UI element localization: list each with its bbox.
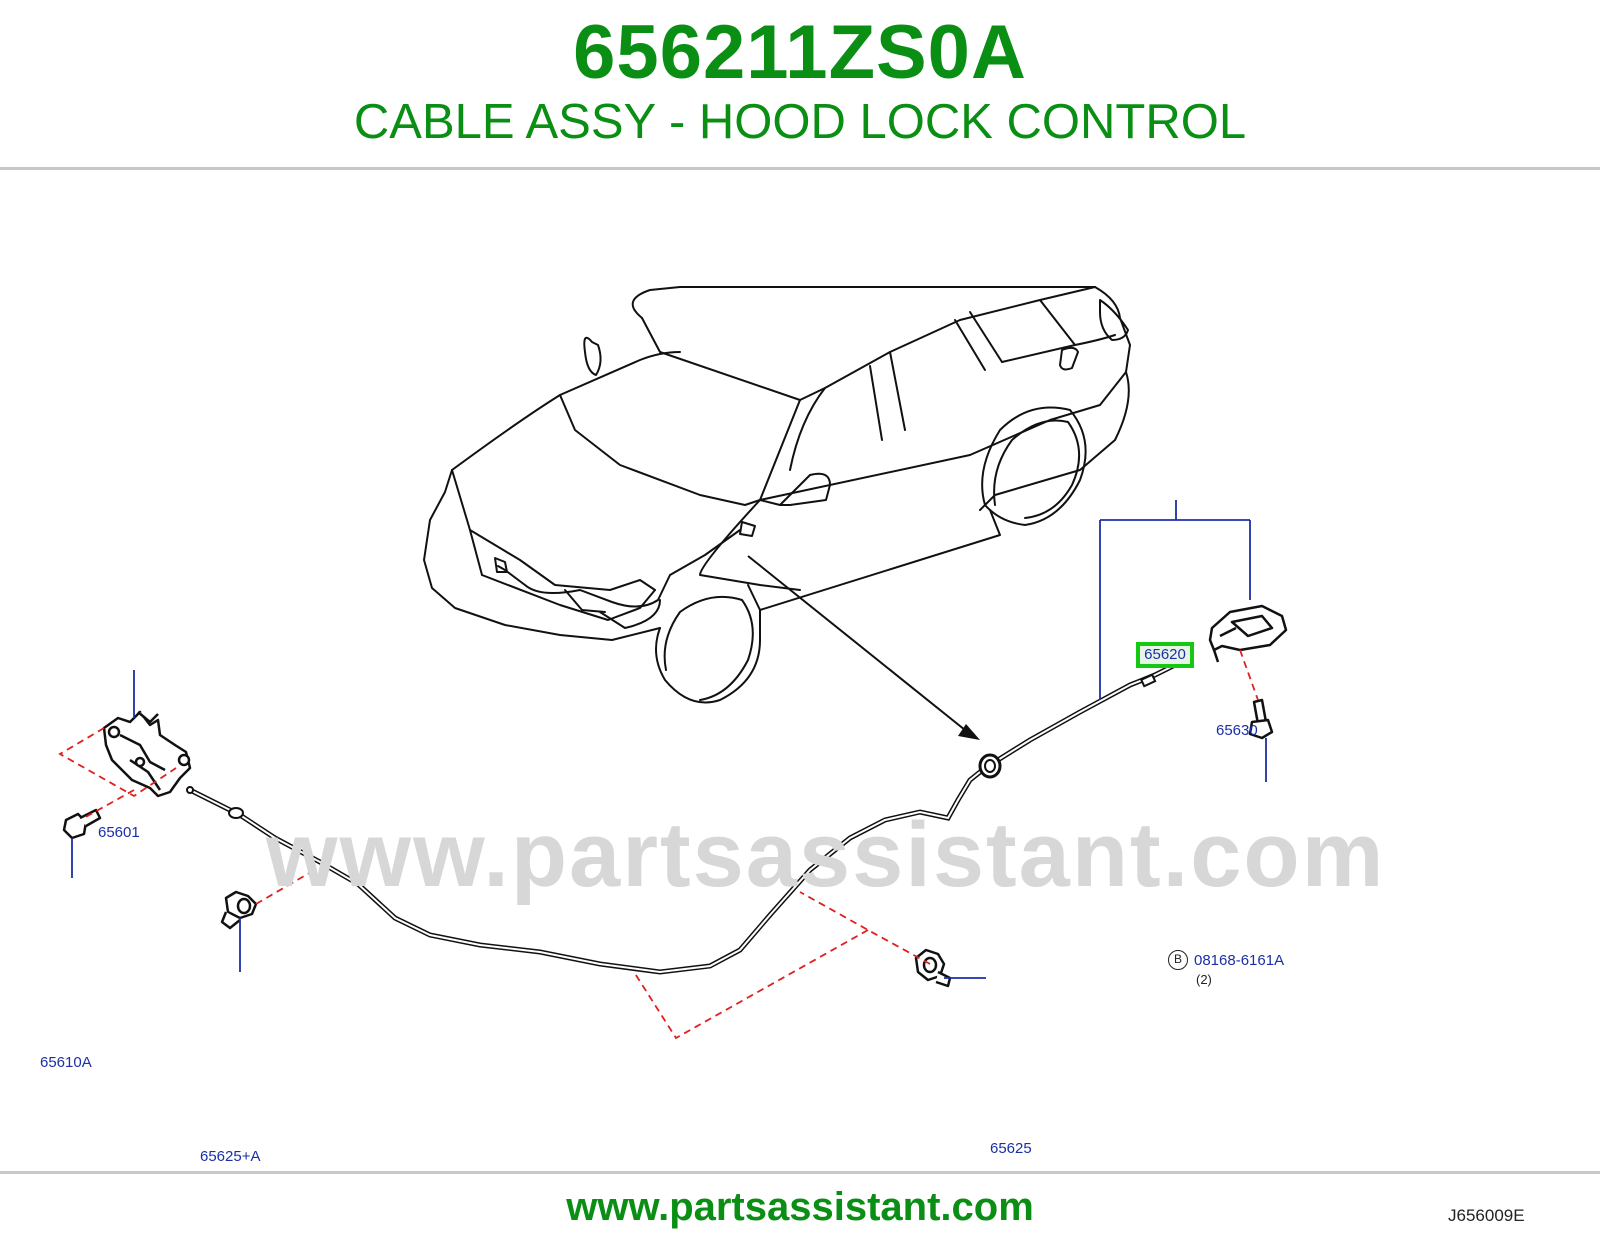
callout-65630[interactable]: 65630 [1216, 722, 1258, 739]
vehicle-outline [423, 286, 1131, 704]
bolt-b-quantity: (2) [1196, 972, 1212, 987]
dashed-guides [58, 649, 1259, 1040]
clip-65625-part [914, 948, 952, 988]
callout-65625[interactable]: 65625 [990, 1140, 1032, 1157]
hood-lock-part [102, 710, 192, 798]
pointer-arrow [747, 555, 980, 740]
diagram-drawing [58, 286, 1288, 1040]
bolt-b-marker: B [1168, 950, 1188, 970]
callout-65601[interactable]: 65601 [98, 824, 140, 841]
header-divider [0, 167, 1600, 170]
page-header: 656211ZS0A CABLE ASSY - HOOD LOCK CONTRO… [0, 0, 1600, 168]
drawing-code: J656009E [1448, 1206, 1525, 1225]
bolt-08168-part [1248, 698, 1274, 740]
callout-leaders [71, 500, 1267, 979]
callout-65620[interactable]: 65620 [1136, 642, 1194, 668]
callout-65625a[interactable]: 65625+A [200, 1148, 261, 1165]
part-number: 656211ZS0A [573, 10, 1027, 95]
parts-diagram: www.partsassistant.com 65620 65630 65601… [0, 170, 1600, 1225]
watermark: www.partsassistant.com [266, 804, 1386, 906]
release-handle-part [1208, 604, 1288, 663]
clip-65625a-part [220, 890, 258, 930]
part-title: CABLE ASSY - HOOD LOCK CONTROL [353, 95, 1247, 149]
callout-08168-6161a[interactable]: 08168-6161A [1194, 952, 1285, 969]
callout-65610a[interactable]: 65610A [40, 1054, 92, 1071]
footer-divider [0, 1171, 1600, 1174]
hood-cable [186, 656, 1194, 975]
footer-website[interactable]: www.partsassistant.com [566, 1185, 1034, 1229]
bolt-65610a-part [62, 808, 102, 840]
